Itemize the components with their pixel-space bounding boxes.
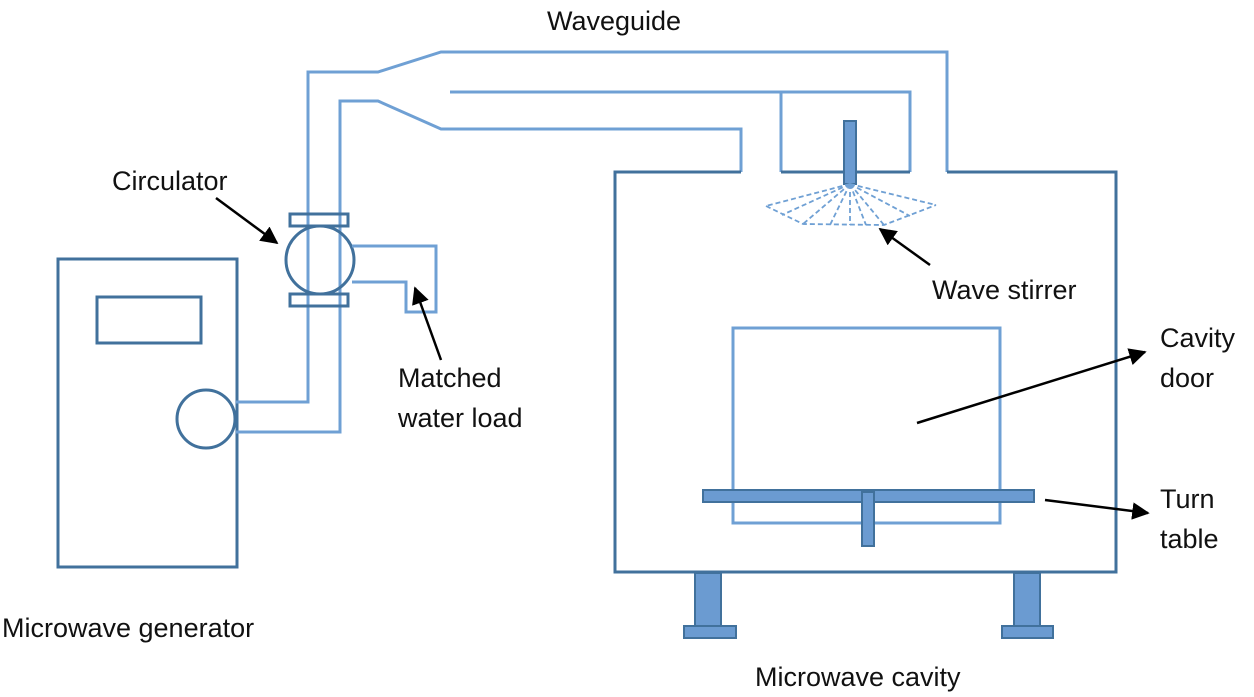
turn-table-label-line2: table [1160,524,1219,554]
turn-table-label-line1: Turn [1160,484,1215,514]
annotation-arrows [215,196,1150,520]
matched-water-load [352,244,438,314]
matched-water-load-label-line2: water load [398,403,523,433]
wave-stirrer-label: Wave stirrer [932,275,1077,305]
circulator-label: Circulator [112,166,228,196]
matched-water-load-arrow [412,286,443,361]
cavity-door-arrow [916,348,1147,425]
generator-body [56,257,239,569]
circulator-arrow [215,196,279,245]
cavity-door-label-line2: door [1160,363,1215,393]
generator-port [175,388,237,450]
microwave-generator [56,257,239,569]
cavity-outline [613,170,1118,574]
cavity-left-leg [694,572,722,628]
circulator [284,212,356,308]
cavity-right-leg [1013,572,1041,628]
stirrer-blades [765,183,937,226]
microwave-generator-label: Microwave generator [2,613,255,643]
cavity-right-foot [1001,625,1054,639]
turn-table [702,489,1035,547]
microwave-cavity [613,170,1118,639]
wave-stirrer-arrow [878,227,931,267]
circulator-body [284,224,356,296]
turn-table-shaft [861,491,875,547]
waveguide [236,50,949,434]
turn-table-arrow [1044,498,1150,520]
wave-stirrer [765,120,937,226]
stirrer-shaft [843,120,857,185]
cavity-door-label-line1: Cavity [1160,323,1236,353]
waveguide-label: Waveguide [547,6,682,36]
cavity-left-foot [683,625,737,639]
microwave-cavity-label: Microwave cavity [755,662,961,692]
matched-water-load-label-line1: Matched [398,363,502,393]
generator-display [95,295,203,345]
